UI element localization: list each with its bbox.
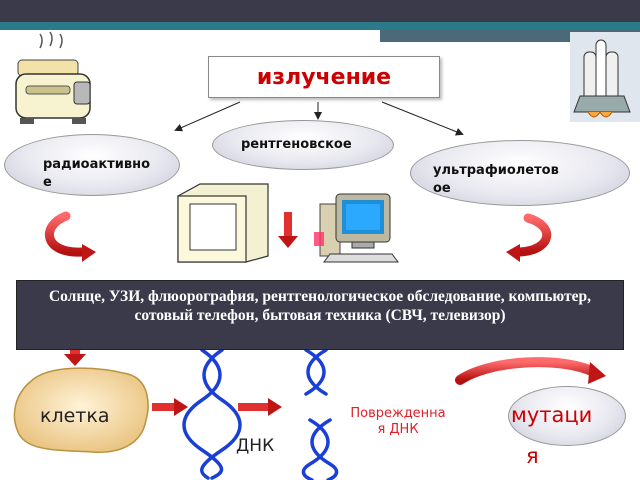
arrow-to-radio (174, 101, 241, 132)
rocket-icon (570, 32, 640, 122)
cell-label: клетка (40, 405, 110, 427)
mutation-label-line1: мутаци (511, 403, 593, 427)
radioactive-label-line1: радиоактивно (43, 157, 150, 172)
uv-oval: ультрафиолетов ое (410, 140, 630, 206)
damaged-dna-label: Поврежденна я ДНК (338, 406, 458, 438)
arrow-to-uv (381, 101, 464, 136)
monitor-icon (177, 183, 269, 263)
xray-label: рентгеновское (241, 137, 352, 152)
curved-arrow-right (515, 213, 551, 257)
computer-icon (314, 193, 399, 263)
examples-text: Солнце, УЗИ, флюорография, рентгенологич… (48, 288, 592, 324)
dna-helix-icon (182, 348, 242, 480)
uv-label-line1: ультрафиолетов (433, 163, 559, 178)
curved-arrow-mutation-head (588, 362, 606, 384)
examples-banner: Солнце, УЗИ, флюорография, рентгенологич… (16, 280, 624, 350)
arrow-dna-to-damaged-head (268, 398, 282, 416)
damaged-dna-line2: я ДНК (377, 422, 419, 437)
curved-arrow-mutation (455, 357, 599, 385)
damaged-dna-line1: Поврежденна (350, 406, 446, 421)
arrow-cell-to-dna-head (174, 398, 188, 416)
arrow-cell-to-dna (152, 403, 176, 411)
xray-oval: рентгеновское (212, 120, 394, 170)
top-decor-bar (0, 0, 640, 22)
mutation-label-line2: я (526, 444, 539, 468)
toaster-icon (15, 31, 91, 124)
title-box: излучение (208, 56, 440, 98)
down-arrow-center-head (278, 236, 298, 248)
down-arrow-cell-head (64, 354, 86, 366)
uv-label-line2: ое (433, 181, 451, 196)
title-text: излучение (256, 64, 392, 90)
damaged-dna-helix-icon (301, 348, 339, 480)
mutation-oval: мутаци (508, 386, 626, 446)
curved-arrow-left-head (82, 244, 96, 262)
curved-arrow-right-head (506, 244, 520, 262)
cell-shape (13, 367, 149, 453)
arrow-dna-to-damaged (238, 403, 270, 411)
curved-arrow-left (44, 211, 87, 257)
radioactive-oval: радиоактивно е (4, 134, 180, 196)
dna-label: ДНК (236, 436, 275, 456)
top-decor-stripe (0, 22, 640, 30)
radioactive-label-line2: е (43, 175, 52, 190)
down-arrow-center (284, 212, 292, 238)
